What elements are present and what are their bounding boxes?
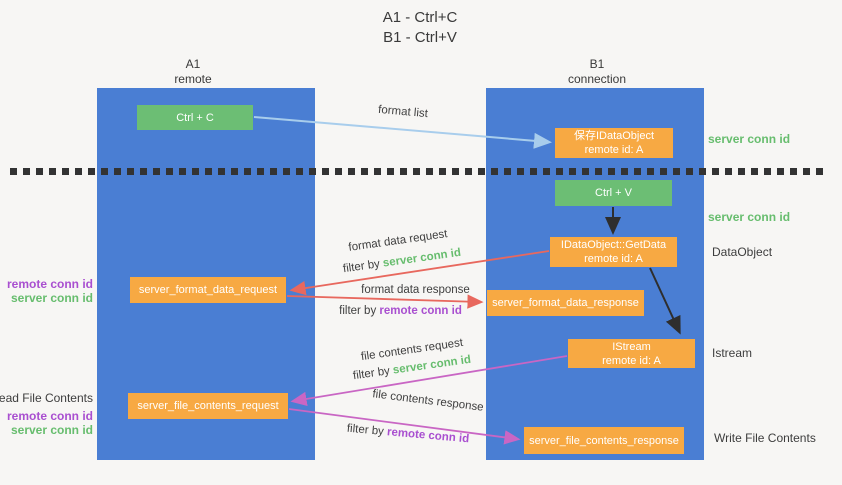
node-server-format-data-response: server_format_data_response: [487, 290, 644, 316]
node-getdata-line2: remote id: A: [584, 253, 643, 265]
edge-label-format-list: format list: [377, 103, 429, 121]
server-conn-id-text: server conn id: [392, 353, 472, 377]
node-save-dataobject: 保存IDataObject remote id: A: [555, 128, 673, 158]
node-save-dataobject-line2: remote id: A: [584, 144, 644, 156]
arrow-format-data-response: [286, 294, 484, 309]
node-istream-line2: remote id: A: [602, 354, 661, 367]
diagram-title: A1 - Ctrl+C B1 - Ctrl+V: [300, 8, 540, 48]
node-ctrl-c: Ctrl + C: [137, 105, 253, 130]
side-label-dataobject: DataObject: [712, 245, 773, 259]
filter-by-text: filter by: [339, 305, 377, 317]
filter-by-text: filter by: [352, 365, 391, 383]
remote-conn-id-text: remote conn id: [386, 426, 470, 446]
node-format-response-label: server_format_data_response: [492, 297, 639, 309]
lane-b-subtitle: connection: [567, 72, 627, 86]
node-file-request-label: server_file_contents_request: [137, 400, 279, 412]
node-ctrl-c-label: Ctrl + C: [176, 111, 214, 124]
node-server-file-contents-response: server_file_contents_response: [524, 427, 684, 454]
lane-a-title: A1: [185, 57, 201, 71]
node-format-request-label: server_format_data_request: [138, 284, 278, 296]
side-label-write-file-contents: Write File Contents: [714, 431, 816, 445]
filter-by-text: filter by: [342, 258, 381, 276]
side-label-remote-conn-id-b: remote conn id: [6, 409, 93, 423]
node-save-dataobject-line1: 保存IDataObject: [573, 130, 655, 142]
side-label-remote-conn-id-a: remote conn id: [6, 277, 93, 291]
side-label-istream: Istream: [712, 346, 753, 360]
edge-label-filter-by-remote-conn-id-1: filter by remote conn id: [338, 305, 463, 317]
edge-label-filter-by-remote-conn-id-2: filter by remote conn id: [328, 421, 488, 447]
node-istream: IStream remote id: A: [568, 339, 695, 368]
lane-b-header: B1 connection: [537, 57, 657, 87]
edge-label-file-contents-response: file contents response: [371, 388, 485, 414]
node-ctrl-v-label: Ctrl + V: [595, 187, 632, 199]
lane-b-title: B1: [589, 57, 605, 71]
machine-boundary-dotted-line: [10, 168, 824, 175]
node-file-response-label: server_file_contents_response: [529, 434, 679, 447]
side-label-read-file-contents: Read File Contents: [0, 391, 93, 405]
lane-a-header: A1 remote: [133, 57, 253, 87]
node-istream-line1: IStream: [612, 340, 651, 353]
node-idataobject-getdata: IDataObject::GetData remote id: A: [550, 237, 677, 267]
remote-conn-id-text: remote conn id: [379, 305, 462, 317]
title-line-2: B1 - Ctrl+V: [383, 29, 457, 46]
server-conn-id-text: server conn id: [382, 246, 462, 270]
edge-label-format-data-response: format data response: [361, 284, 470, 296]
filter-by-text: filter by: [346, 422, 385, 438]
side-label-server-conn-id-mid: server conn id: [708, 210, 791, 224]
title-line-1: A1 - Ctrl+C: [382, 9, 458, 26]
side-label-server-conn-id-a: server conn id: [10, 291, 93, 305]
node-getdata-line1: IDataObject::GetData: [560, 239, 667, 251]
node-server-file-contents-request: server_file_contents_request: [128, 393, 288, 419]
node-server-format-data-request: server_format_data_request: [130, 277, 286, 303]
side-label-server-conn-id-b: server conn id: [10, 423, 93, 437]
side-label-server-conn-id-top: server conn id: [708, 132, 791, 146]
lane-a-subtitle: remote: [174, 72, 212, 86]
node-ctrl-v: Ctrl + V: [555, 180, 672, 206]
